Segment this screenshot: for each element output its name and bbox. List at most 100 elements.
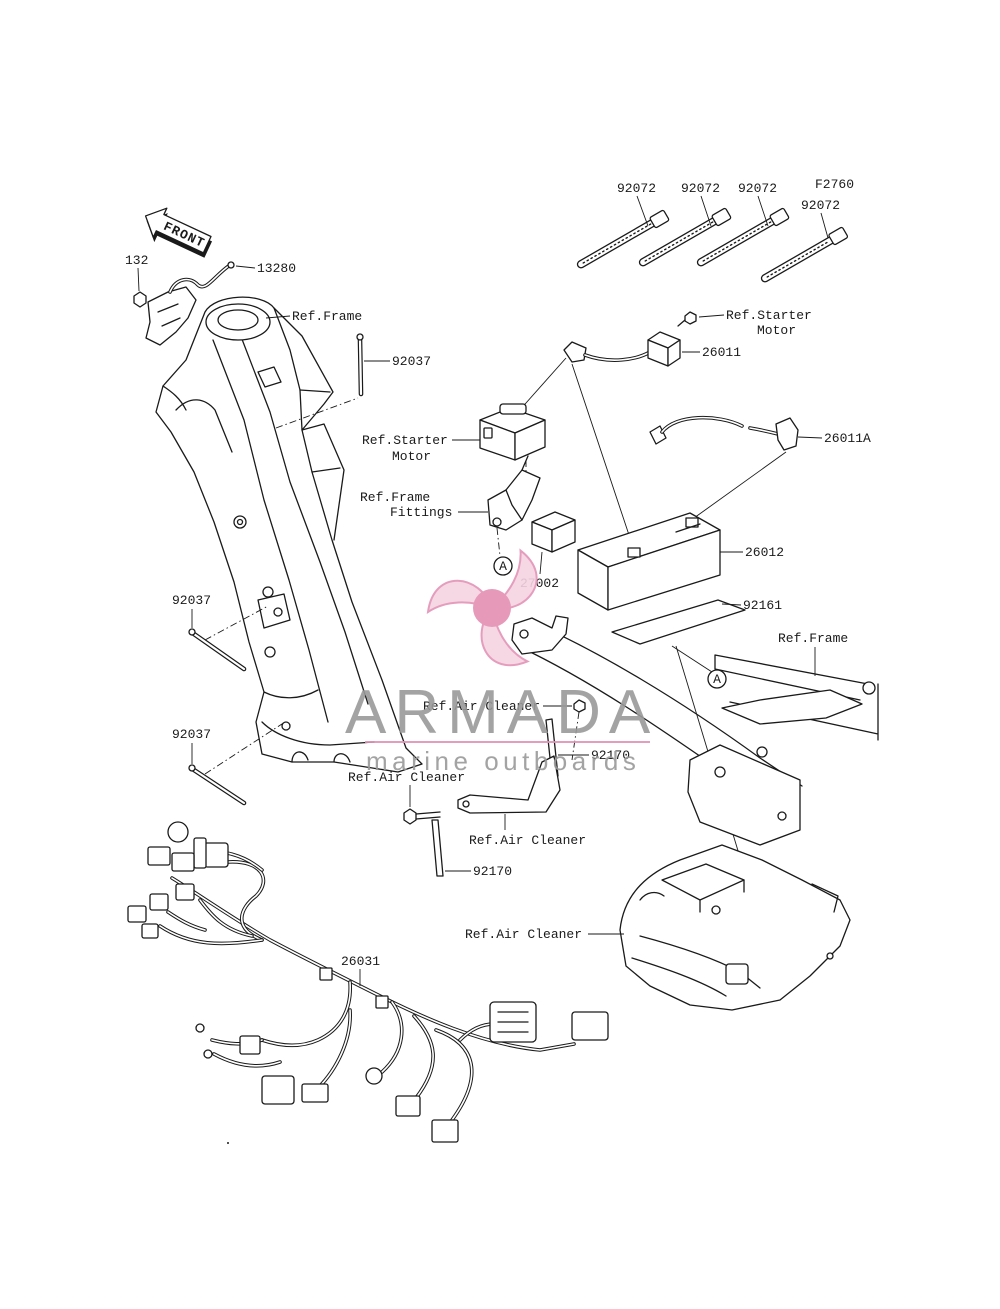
dash-92037-lower <box>204 721 286 775</box>
leader-ref-frame-head <box>265 315 291 319</box>
leader-92072-a <box>636 195 649 227</box>
callout-26031: 26031 <box>341 954 380 969</box>
callout-92072-d: 92072 <box>801 198 840 213</box>
watermark-tagline: marine outboards <box>366 746 640 776</box>
harness-connector <box>127 905 147 923</box>
leader-92161 <box>721 603 742 606</box>
starter-motor-bolt <box>677 311 697 327</box>
battery-pad-92161 <box>611 599 746 645</box>
harness-connector <box>261 1075 295 1105</box>
relay-27002 <box>531 511 576 553</box>
cable-tie-head <box>769 207 790 227</box>
harness-clip <box>319 967 333 981</box>
armada-watermark: ARMADA marine outboards <box>345 548 658 776</box>
callout-92170-upper: 92170 <box>591 748 630 763</box>
front-arrow-body <box>144 207 212 254</box>
propeller-blade <box>426 579 494 615</box>
propeller-logo-icon <box>426 548 538 667</box>
leader-92072-c <box>757 195 769 227</box>
bolt-132-and-bracket <box>133 261 235 346</box>
band-92170-lower <box>431 819 444 877</box>
harness-connector <box>239 1035 261 1055</box>
air-cleaner-bolt-upper <box>571 699 586 761</box>
cable-boot-right <box>775 417 799 451</box>
frame-cross-member <box>511 615 879 846</box>
wiring-harness-26031 <box>127 821 609 1144</box>
air-cleaner-bolt-lower <box>403 808 441 825</box>
frame-outline <box>155 296 423 773</box>
pin-92037-upper <box>356 333 364 397</box>
cable-tie-head <box>711 207 732 227</box>
callout-26011a: 26011A <box>824 431 871 446</box>
battery-cable-26011 <box>563 331 681 367</box>
callout-92037-lower: 92037 <box>172 727 211 742</box>
dash-26011a-to-battery <box>693 451 787 519</box>
callout-ref-starter-bolt-line2: Motor <box>757 323 796 338</box>
callout-92037-middle: 92037 <box>172 593 211 608</box>
watermark-brand: ARMADA <box>345 678 658 747</box>
frame-bolt-hole <box>262 586 274 598</box>
dash-26011-to-relay <box>517 357 567 413</box>
harness-connector <box>431 1119 459 1143</box>
battery-terminal-negative <box>627 547 641 558</box>
bracket-plate <box>487 469 541 531</box>
air-cleaner-body <box>619 844 851 1011</box>
pin-92037-lower <box>188 764 247 806</box>
callout-ref-air-cleaner-upper: Ref.Air Cleaner <box>423 699 540 714</box>
harness-connector <box>203 842 229 868</box>
callout-ref-starter-bolt-line1: Ref.Starter <box>726 308 812 323</box>
frame-fittings-bracket <box>487 455 541 557</box>
cable-tie-serration <box>644 221 714 262</box>
harness-connector <box>141 923 159 939</box>
callout-26011: 26011 <box>702 345 741 360</box>
callout-ref-air-cleaner-bracket: Ref.Air Cleaner <box>469 833 586 848</box>
callout-132: 132 <box>125 253 148 268</box>
callout-ref-frame-fittings-line1: Ref.Frame <box>360 490 430 505</box>
frame-bolt-hole <box>264 646 276 658</box>
leader-92072-d <box>820 212 829 239</box>
dash-battery-to-marker-a <box>671 645 713 673</box>
frame-downtube-line <box>212 339 329 723</box>
leader-ref-starter-bolt <box>698 314 725 318</box>
cross-member-bracket <box>511 615 569 655</box>
stray-mark <box>227 1142 229 1144</box>
cable-tie-serration <box>582 223 652 264</box>
callout-92072-c: 92072 <box>738 181 777 196</box>
dash-92037-upper <box>275 397 359 429</box>
cable-tie-92072-d <box>760 226 849 283</box>
leader-13280 <box>235 265 256 269</box>
cable-tie-serration <box>766 240 831 278</box>
harness-clip <box>375 995 389 1009</box>
harness-connector <box>147 846 171 866</box>
frame-bolt-hole <box>273 607 283 617</box>
reference-marker-a-left: A <box>493 556 513 576</box>
cable-tie-92072-b <box>638 207 732 267</box>
pin-head <box>356 333 364 341</box>
callout-ref-air-cleaner-housing: Ref.Air Cleaner <box>465 927 582 942</box>
pin-head <box>188 628 196 636</box>
steering-head-tube <box>205 303 271 341</box>
callout-92170-lower: 92170 <box>473 864 512 879</box>
relay-side <box>514 419 546 461</box>
bolt-head-icon <box>684 311 697 325</box>
pin-head <box>188 764 196 772</box>
harness-connector <box>395 1095 421 1117</box>
relay-cap <box>499 403 527 415</box>
harness-connector <box>193 837 207 869</box>
battery-front-face <box>607 529 721 611</box>
callout-ref-frame-head: Ref.Frame <box>292 309 362 324</box>
harness-connector <box>301 1083 329 1103</box>
pin-92037-middle <box>188 628 247 672</box>
frame-downtube-line <box>239 333 369 705</box>
bracket-bolt-hole <box>492 517 502 527</box>
rear-frame-bolt <box>862 681 876 695</box>
leader-92072-b <box>700 195 712 227</box>
cable-tie-head <box>828 226 849 246</box>
callout-92037-upper: 92037 <box>392 354 431 369</box>
air-cleaner-housing <box>619 844 851 1011</box>
callout-ref-frame-fittings-line2: Fittings <box>390 505 452 520</box>
harness-ring-terminal <box>195 1023 205 1033</box>
battery-cable-26011a <box>649 415 799 451</box>
harness-connector <box>175 883 195 901</box>
callout-ref-frame-cross: Ref.Frame <box>778 631 848 646</box>
